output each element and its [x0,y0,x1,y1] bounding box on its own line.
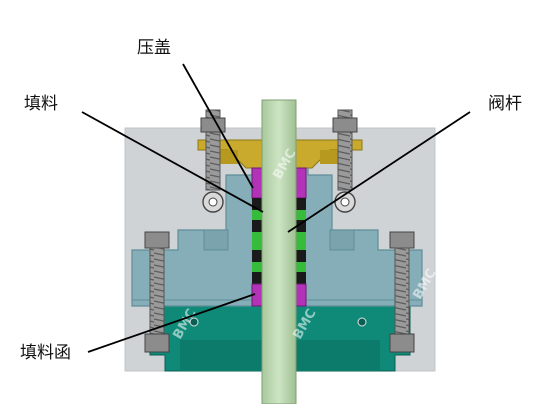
label-gland: 压盖 [137,38,171,58]
hex-bolt-icon [144,231,170,353]
valve-stem [261,99,297,405]
leader-lines [81,63,471,353]
eye-bolt-icon [200,109,226,213]
label-stem: 阀杆 [488,94,522,114]
label-packing: 填料 [24,94,58,114]
label-stuffing-box: 填料函 [20,343,71,363]
o-ring-icon [189,317,199,327]
o-ring-icon [357,317,367,327]
hex-bolt-icon [389,231,415,353]
leader-stuffing-box [87,293,256,353]
leader-stem [287,111,471,233]
leader-packing [81,111,264,213]
leader-gland [182,63,254,189]
